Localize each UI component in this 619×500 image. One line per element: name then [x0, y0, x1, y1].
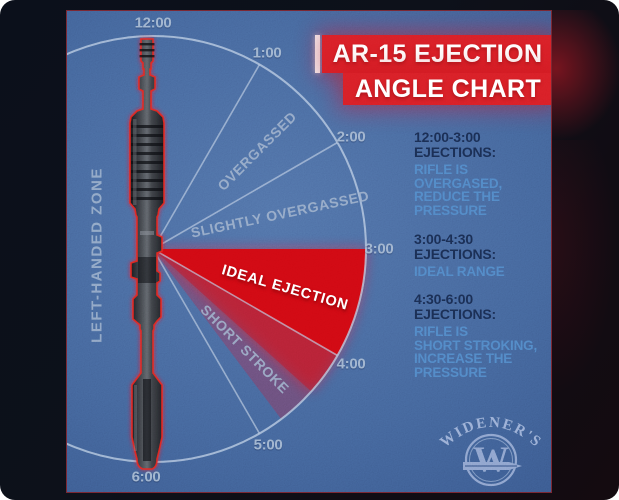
note-detail: RIFLE IS OVERGASED, REDUCE THE PRESSURE	[414, 162, 503, 218]
note-overgassed: 12:00-3:00 EJECTIONS: RIFLE IS OVERGASED…	[414, 130, 502, 217]
banner-accent-bar	[315, 35, 320, 73]
banner-glow	[540, 10, 619, 140]
note-range: 12:00-3:00	[414, 129, 481, 145]
clock-label-3: 3:00	[364, 240, 394, 258]
logo-tagline: Reloading & Shooting Supply	[433, 491, 551, 493]
banner-band-2: ANGLE CHART	[343, 73, 551, 105]
clock-label-1: 1:00	[252, 44, 282, 62]
clock-label-5: 5:00	[253, 436, 283, 454]
left-handed-zone-label: LEFT-HANDED ZONE	[88, 167, 106, 343]
logo-monogram: W	[473, 439, 509, 479]
page-title-line1: AR-15 EJECTION	[332, 39, 543, 68]
clock-label-2: 2:00	[336, 128, 366, 146]
note-label: EJECTIONS:	[414, 306, 497, 322]
note-label: EJECTIONS:	[414, 144, 497, 160]
banner-band-1: AR-15 EJECTION	[322, 35, 551, 73]
chart-panel: 12:00 1:00 2:00 3:00 4:00 5:00 6:00 OVER…	[66, 10, 552, 493]
wideners-logo: WIDENER'S W Reloading & Shooting Supply	[433, 415, 551, 493]
note-ideal: 3:00-4:30 EJECTIONS: IDEAL RANGE	[414, 232, 505, 279]
note-range: 4:30-6:00	[414, 291, 473, 307]
clock-label-12: 12:00	[134, 14, 172, 32]
note-detail: IDEAL RANGE	[414, 264, 505, 279]
clock-label-6: 6:00	[131, 468, 161, 486]
note-range: 3:00-4:30	[414, 231, 473, 247]
clock-label-4: 4:00	[336, 355, 366, 373]
note-detail: RIFLE IS SHORT STROKING, INCREASE THE PR…	[414, 324, 538, 380]
note-short-stroke: 4:30-6:00 EJECTIONS: RIFLE IS SHORT STRO…	[414, 292, 537, 379]
logo-bullet-icon	[463, 462, 522, 470]
note-label: EJECTIONS:	[414, 246, 497, 262]
edge-glow	[548, 140, 618, 400]
page-title-line2: ANGLE CHART	[354, 74, 542, 103]
